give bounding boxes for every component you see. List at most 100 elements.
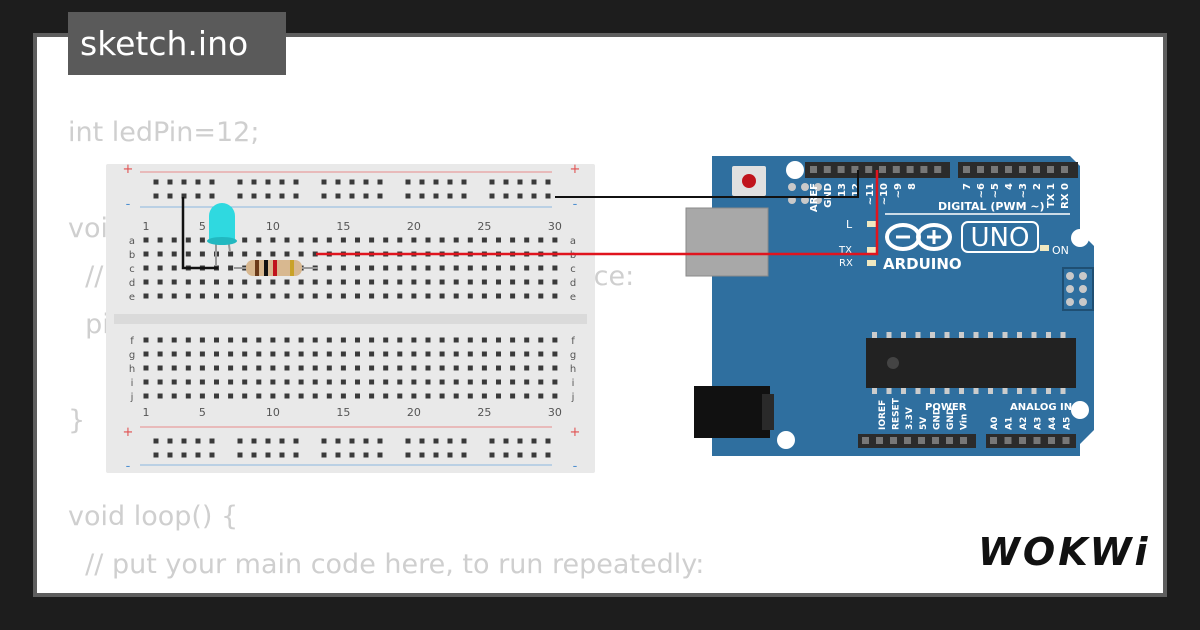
breadboard-hole xyxy=(397,379,403,385)
rail-sign: + xyxy=(570,425,581,440)
icsp-pin xyxy=(1079,298,1087,306)
row-letter: e xyxy=(129,292,135,303)
breadboard-hole xyxy=(214,379,219,385)
breadboard-hole xyxy=(383,365,389,371)
breadboard-hole xyxy=(524,293,530,299)
breadboard-hole xyxy=(552,237,558,243)
header-pin xyxy=(892,166,900,173)
breadboard-hole xyxy=(510,337,516,343)
header-pin xyxy=(865,166,873,173)
header-pin xyxy=(960,437,967,444)
breadboard-hole xyxy=(265,452,271,458)
breadboard-hole xyxy=(433,179,439,185)
breadboard-hole xyxy=(369,379,375,385)
breadboard-hole xyxy=(228,379,234,385)
breadboard-hole xyxy=(340,365,346,371)
breadboard-hole xyxy=(256,279,262,285)
pin-label: A1 xyxy=(1005,417,1015,430)
indicator-led xyxy=(867,260,876,266)
breadboard-hole xyxy=(195,179,201,185)
chip-pin xyxy=(988,332,993,338)
header-pin xyxy=(1004,437,1012,444)
breadboard-hole xyxy=(199,237,205,243)
chip-pin xyxy=(901,388,906,394)
chip-pin xyxy=(959,388,964,394)
wire-led-cathode xyxy=(181,197,218,270)
pin-label: TX 1 xyxy=(1046,183,1057,208)
uno-badge xyxy=(961,221,1039,253)
icsp-header xyxy=(1062,267,1094,311)
breadboard-hole xyxy=(425,379,431,385)
breadboard-hole xyxy=(298,293,304,299)
breadboard-hole xyxy=(242,293,248,299)
breadboard-hole xyxy=(185,251,191,257)
breadboard-hole xyxy=(355,237,360,243)
breadboard-hole xyxy=(383,393,389,399)
icsp-pin xyxy=(1066,285,1074,293)
breadboard-hole xyxy=(467,337,473,343)
breadboard-hole xyxy=(467,293,473,299)
breadboard-hole xyxy=(531,438,537,444)
breadboard-hole xyxy=(524,279,530,285)
row-letter: d xyxy=(570,278,576,289)
breadboard-hole xyxy=(228,265,234,271)
breadboard-hole xyxy=(185,337,191,343)
breadboard-hole xyxy=(405,179,411,185)
chip-pin xyxy=(901,332,906,338)
breadboard-hole xyxy=(545,452,551,458)
breadboard-hole xyxy=(510,265,516,271)
wokwi-logo: WOKWi xyxy=(978,528,1150,576)
breadboard-hole xyxy=(326,365,332,371)
breadboard-hole xyxy=(279,179,285,185)
breadboard-hole xyxy=(552,279,558,285)
breadboard-hole xyxy=(293,179,299,185)
code-line: } xyxy=(68,405,86,436)
header-pin xyxy=(879,166,886,173)
breadboard-hole xyxy=(312,379,318,385)
breadboard-hole xyxy=(143,365,149,371)
breadboard-hole xyxy=(496,337,501,343)
breadboard-hole xyxy=(538,393,544,399)
chip-pin xyxy=(930,388,935,394)
power-led xyxy=(1040,245,1049,251)
breadboard-hole xyxy=(419,438,425,444)
column-number: 10 xyxy=(266,406,280,419)
breadboard-hole xyxy=(481,293,487,299)
breadboard-hole xyxy=(214,279,219,285)
breadboard-hole xyxy=(377,452,383,458)
rail-sign: + xyxy=(123,162,134,177)
wire-pin12 xyxy=(316,170,879,256)
rail-sign: - xyxy=(126,197,131,212)
breadboard-hole xyxy=(503,452,509,458)
row-letter: i xyxy=(572,378,575,389)
breadboard-hole xyxy=(538,293,544,299)
row-letter: a xyxy=(570,236,576,247)
pin-label: A3 xyxy=(1034,417,1044,430)
breadboard-hole xyxy=(510,351,516,357)
file-tab[interactable]: sketch.ino xyxy=(68,12,286,75)
breadboard-hole xyxy=(270,393,276,399)
chip-notch xyxy=(887,357,899,369)
breadboard-hole xyxy=(552,365,558,371)
chip-pin xyxy=(886,332,892,338)
row-letter: c xyxy=(129,264,135,275)
breadboard-hole xyxy=(185,365,191,371)
breadboard-hole xyxy=(153,452,159,458)
pin-label: 8 xyxy=(907,183,918,190)
breadboard-hole xyxy=(312,237,318,243)
breadboard-hole xyxy=(510,279,516,285)
breadboard-hole xyxy=(171,393,177,399)
header-pin xyxy=(904,437,911,444)
chip-pin xyxy=(1017,332,1022,338)
breadboard-hole xyxy=(355,393,360,399)
breadboard-hole xyxy=(237,438,243,444)
column-number: 1 xyxy=(143,220,150,233)
indicator-led xyxy=(867,247,876,253)
breadboard-hole xyxy=(251,452,257,458)
breadboard-hole xyxy=(157,393,163,399)
breadboard-hole xyxy=(397,279,403,285)
breadboard-hole xyxy=(538,279,544,285)
breadboard-hole xyxy=(439,379,445,385)
chip-pin xyxy=(988,388,993,394)
